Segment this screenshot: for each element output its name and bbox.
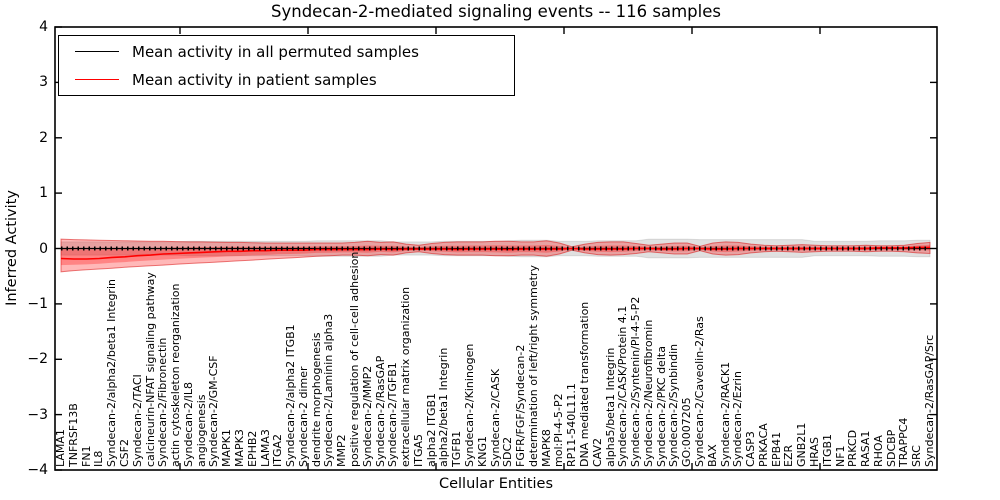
x-tick-label: Syndecan-2/Kininogen xyxy=(462,343,476,467)
x-tick-label: RP11-540L11.1 xyxy=(565,383,579,467)
y-tick-label: −3 xyxy=(27,406,48,423)
x-tick-label: Syndecan-2/alpha2 ITGB1 xyxy=(284,324,297,467)
x-tick-label: DNA mediated transformation xyxy=(578,301,591,467)
x-tick-label: SDC2 xyxy=(501,436,515,467)
y-tick-label: −2 xyxy=(27,351,48,368)
x-tick-label: SRC xyxy=(910,445,924,467)
x-tick-label: TRAPPC4 xyxy=(897,417,911,467)
x-tick-label: Syndecan-2/Laminin alpha3 xyxy=(322,313,336,467)
x-tick-label: EPHB2 xyxy=(245,430,259,467)
x-tick-label: CSF2 xyxy=(117,439,131,467)
x-tick-label: Syndecan-2/RasGAP/Src xyxy=(923,334,936,467)
y-tick-label: 4 xyxy=(39,19,48,35)
x-tick-label: BAX xyxy=(705,444,719,467)
x-tick-label: calcineurin-NFAT signaling pathway xyxy=(143,272,157,467)
x-tick-label: HRAS xyxy=(808,437,821,467)
x-tick-label: LAMA1 xyxy=(54,429,67,467)
x-tick-label: Syndecan-2/CASK xyxy=(488,368,502,467)
x-tick-label: FN1 xyxy=(79,445,93,467)
x-tick-label: alpha5/beta1 Integrin xyxy=(603,347,617,467)
x-tick-label: ITGB1 xyxy=(820,433,834,467)
legend-line-sample xyxy=(75,51,119,52)
x-tick-label: Syndecan-2 dimer xyxy=(296,366,310,467)
x-tick-label: CASP3 xyxy=(744,431,758,467)
x-tick-label: Syndecan-2/Syntenin/PI-4-5-P2 xyxy=(629,296,643,467)
x-tick-label: TNFRSF13B xyxy=(66,403,80,467)
x-tick-label: Syndecan-2/GM-CSF xyxy=(207,355,221,467)
x-tick-label: SDCBP xyxy=(884,429,898,467)
x-tick-label: Syndecan-2/Neurofibromin xyxy=(641,319,655,467)
legend-line-sample xyxy=(75,79,119,80)
x-tick-label: CAV2 xyxy=(590,437,604,467)
y-tick-label: −1 xyxy=(27,295,48,312)
x-tick-label: MAPK1 xyxy=(220,429,234,467)
x-tick-label: PRKCD xyxy=(846,429,860,467)
x-tick-label: EZR xyxy=(782,444,796,467)
y-tick-label: 3 xyxy=(39,74,48,91)
x-tick-label: Syndecan-2/IL8 xyxy=(181,381,195,467)
x-tick-label: Syndecan-2/RasGAP xyxy=(373,355,387,467)
x-tick-label: EPB41 xyxy=(769,431,783,467)
x-tick-label: Syndecan-2/Synbindin xyxy=(667,343,681,467)
x-tick-label: GO:0007205 xyxy=(680,397,694,467)
chart-title: Syndecan-2-mediated signaling events -- … xyxy=(271,2,721,21)
y-tick-label: 1 xyxy=(39,185,48,202)
x-tick-label: GNB2L1 xyxy=(795,422,809,467)
x-tick-label: positive regulation of cell-cell adhesio… xyxy=(347,251,361,467)
y-tick-label: 0 xyxy=(39,240,48,257)
x-tick-label: RHOA xyxy=(871,435,885,467)
legend-item: Mean activity in all permuted samples xyxy=(59,38,514,66)
x-axis-label: Cellular Entities xyxy=(438,476,554,492)
x-tick-label: Syndecan-2/PKC delta xyxy=(654,346,668,467)
x-tick-label: Syndecan-2/alpha2/beta1 Integrin xyxy=(105,279,119,467)
x-tick-label: ITGA2 xyxy=(271,433,285,467)
x-tick-label: Syndecan-2/Caveolin-2/Ras xyxy=(693,316,706,467)
x-tick-label: actin cytoskeleton reorganization xyxy=(169,283,182,467)
x-tick-label: dendrite morphogenesis xyxy=(309,332,323,467)
x-tick-label: mol:PI-4-5-P2 xyxy=(552,393,566,467)
x-tick-label: alpha2 ITGB1 xyxy=(424,392,438,467)
y-tick-label: 2 xyxy=(39,129,48,146)
x-tick-label: LAMA3 xyxy=(258,429,272,467)
legend-item: Mean activity in patient samples xyxy=(59,66,514,94)
x-tick-label: MAPK8 xyxy=(539,429,553,467)
legend-item-label: Mean activity in all permuted samples xyxy=(132,42,419,61)
x-tick-label: IL8 xyxy=(92,450,106,467)
x-tick-label: Syndecan-2/RACK1 xyxy=(718,361,732,467)
x-tick-label: Syndecan-2/TACI xyxy=(130,374,144,467)
x-tick-label: RASA1 xyxy=(859,430,873,467)
x-tick-label: MMP2 xyxy=(335,434,349,467)
x-tick-label: angiogenesis xyxy=(194,394,208,468)
x-tick-label: NF1 xyxy=(833,445,847,467)
x-tick-label: ITGA5 xyxy=(411,433,425,467)
x-tick-label: PRKACA xyxy=(756,423,770,467)
x-tick-label: Syndecan-2/CASK/Protein 4.1 xyxy=(616,305,630,467)
y-tick-label: −4 xyxy=(27,462,48,478)
x-tick-label: TGFB1 xyxy=(450,430,464,467)
x-tick-label: alpha2/beta1 Integrin xyxy=(437,347,451,467)
x-tick-label: Syndecan-2/MMP2 xyxy=(360,365,374,467)
x-tick-label: extracellular matrix organization xyxy=(399,286,412,467)
x-tick-label: MAPK3 xyxy=(232,429,246,467)
x-tick-label: determination of left/right symmetry xyxy=(526,265,540,467)
x-tick-label: KNG1 xyxy=(475,436,489,467)
patient-range xyxy=(60,238,931,273)
x-tick-label: Syndecan-2/TGFB1 xyxy=(386,362,400,467)
x-tick-label: FGFR/FGF/Syndecan-2 xyxy=(514,344,528,467)
legend-item-label: Mean activity in patient samples xyxy=(132,70,377,89)
x-tick-label: Syndecan-2/Ezrin xyxy=(731,371,745,467)
x-tick-label: Syndecan-2/Fibronectin xyxy=(156,337,170,467)
